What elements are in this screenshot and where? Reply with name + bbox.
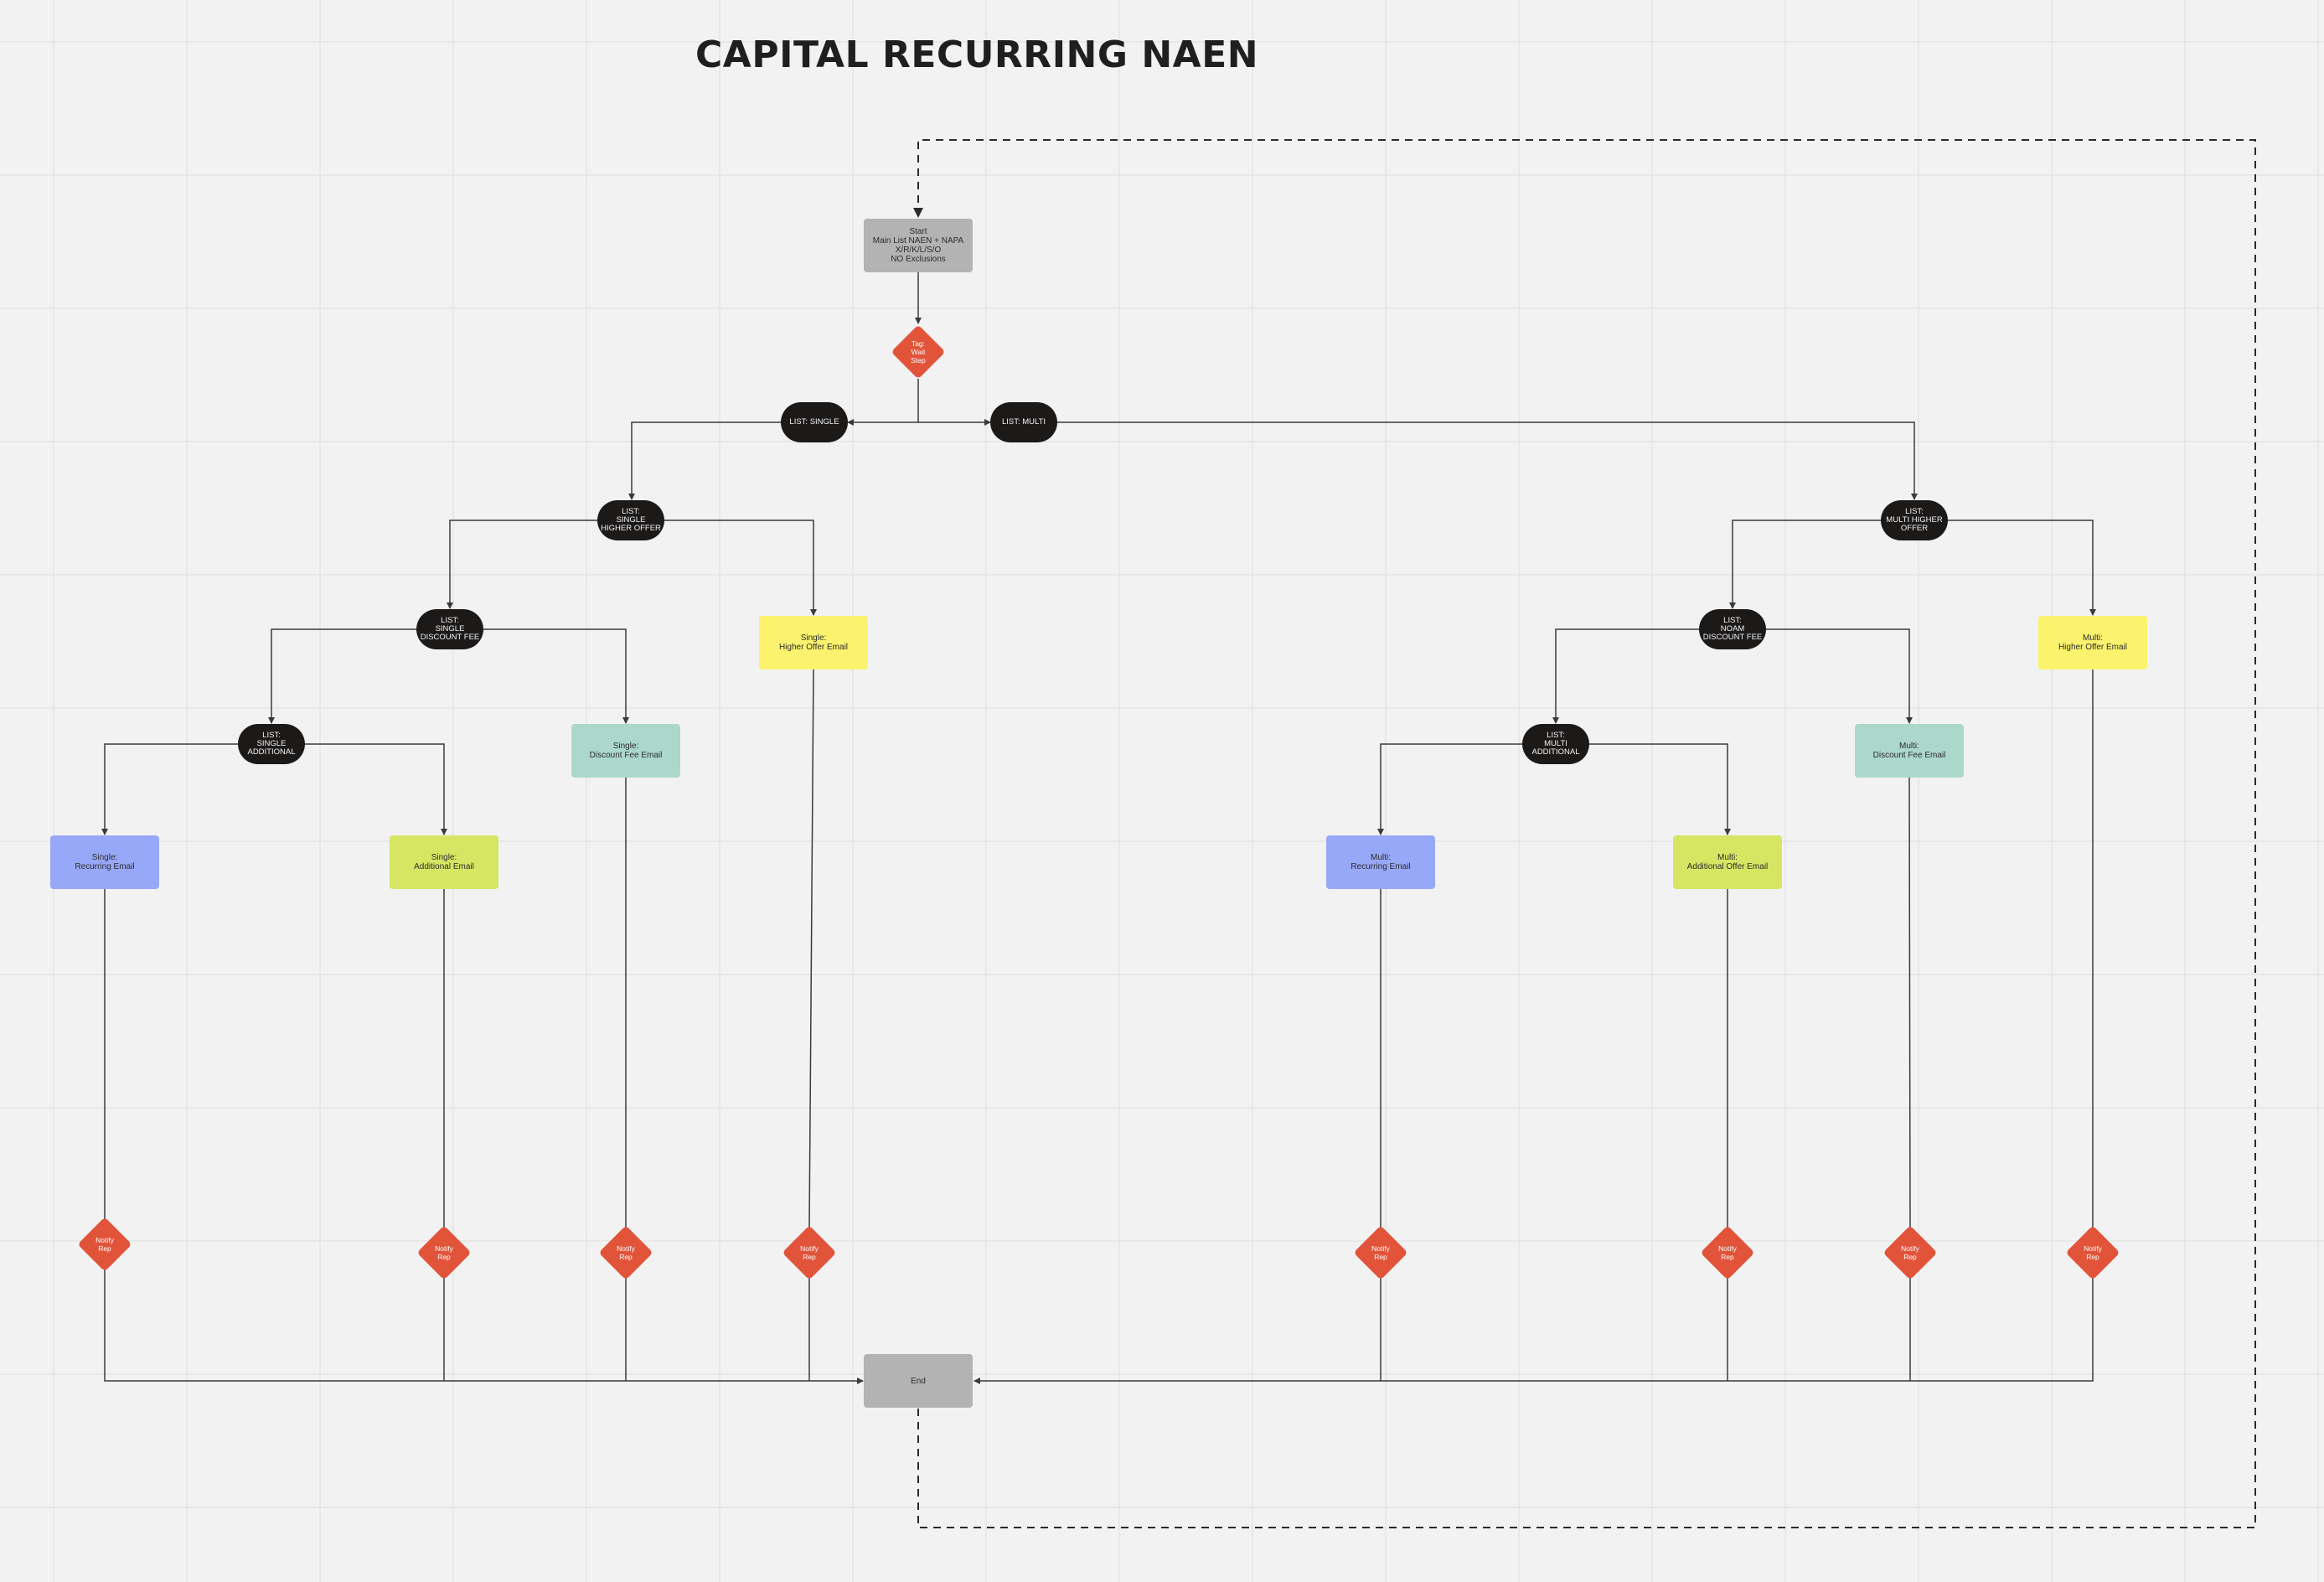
multi-recurring-email-node[interactable]: Multi: Recurring Email [1326, 835, 1435, 889]
decision-label: Notify Rep [1718, 1244, 1737, 1261]
start-node[interactable]: Start Main List NAEN + NAPA X/R/K/L/S/O … [864, 219, 973, 272]
multi-additional-offer-email-node[interactable]: Multi: Additional Offer Email [1673, 835, 1782, 889]
decision-label: Notify Rep [2084, 1244, 2102, 1261]
decision-label: Notify Rep [800, 1244, 819, 1261]
multi-higher-offer-email-node[interactable]: Multi: Higher Offer Email [2038, 616, 2147, 670]
list-single-higher-offer-node[interactable]: LIST: SINGLE HIGHER OFFER [597, 500, 664, 540]
edge-multihigher-higheremail [1948, 520, 2096, 616]
decision-label: Notify Rep [435, 1244, 453, 1261]
notify-rep-decision[interactable]: Notify Rep [77, 1217, 132, 1272]
list-multi-node[interactable]: LIST: MULTI [990, 402, 1057, 442]
list-single-additional-node[interactable]: LIST: SINGLE ADDITIONAL [238, 724, 305, 764]
list-noam-discount-fee-node[interactable]: LIST: NOAM DISCOUNT FEE [1699, 609, 1766, 649]
edge-discount-additional [268, 628, 416, 724]
diagram-title: CAPITAL RECURRING NAEN [695, 34, 1259, 76]
edge-higheremail-notify [808, 668, 814, 1229]
edge-additional-additionalemail [305, 743, 447, 835]
decision-label: Notify Rep [1371, 1244, 1390, 1261]
edge-m-discountemail-notify [1908, 776, 1911, 1229]
edge-single-higher [628, 421, 781, 500]
decision-label: Tag: Wait Step [911, 339, 926, 364]
decision-label: Notify Rep [1901, 1244, 1919, 1261]
decision-label: Notify Rep [617, 1244, 635, 1261]
notify-rep-decision[interactable]: Notify Rep [416, 1225, 472, 1280]
edge-multi-multihigher [1057, 421, 1918, 500]
edge-notify-end-left [104, 1269, 864, 1384]
edge-higher-higheremail [664, 520, 817, 616]
list-single-node[interactable]: LIST: SINGLE [781, 402, 848, 442]
edge-higher-discount [447, 520, 597, 609]
list-multi-additional-node[interactable]: LIST: MULTI ADDITIONAL [1522, 724, 1589, 764]
single-recurring-email-node[interactable]: Single: Recurring Email [50, 835, 159, 889]
edge-wait-single [847, 379, 919, 426]
notify-rep-decision[interactable]: Notify Rep [782, 1225, 837, 1280]
edge-multihigher-noam [1729, 520, 1881, 609]
list-single-discount-fee-node[interactable]: LIST: SINGLE DISCOUNT FEE [416, 609, 483, 649]
edge-multiadditional-recurring [1377, 743, 1522, 835]
wait-step-decision[interactable]: Tag: Wait Step [891, 324, 946, 380]
list-multi-higher-offer-node[interactable]: LIST: MULTI HIGHER OFFER [1881, 500, 1948, 540]
notify-rep-decision[interactable]: Notify Rep [1882, 1225, 1938, 1280]
edge-notify-end-right [973, 1277, 2094, 1384]
notify-rep-decision[interactable]: Notify Rep [598, 1225, 653, 1280]
single-higher-offer-email-node[interactable]: Single: Higher Offer Email [759, 616, 868, 670]
notify-rep-decision[interactable]: Notify Rep [1353, 1225, 1408, 1280]
edge-noam-discountemail [1766, 628, 1913, 724]
notify-rep-decision[interactable]: Notify Rep [2065, 1225, 2120, 1280]
edge-discount-discountemail [483, 628, 629, 724]
decision-label: Notify Rep [96, 1236, 114, 1253]
edge-multiadditional-additionalemail [1589, 743, 1731, 835]
multi-discount-fee-email-node[interactable]: Multi: Discount Fee Email [1855, 724, 1964, 778]
single-discount-fee-email-node[interactable]: Single: Discount Fee Email [571, 724, 680, 778]
edge-loop-back [913, 139, 2256, 1528]
single-additional-email-node[interactable]: Single: Additional Email [390, 835, 498, 889]
edge-noam-multiadditional [1552, 628, 1699, 724]
notify-rep-decision[interactable]: Notify Rep [1700, 1225, 1755, 1280]
edge-additional-recurring [101, 743, 238, 835]
end-node[interactable]: End [864, 1354, 973, 1408]
